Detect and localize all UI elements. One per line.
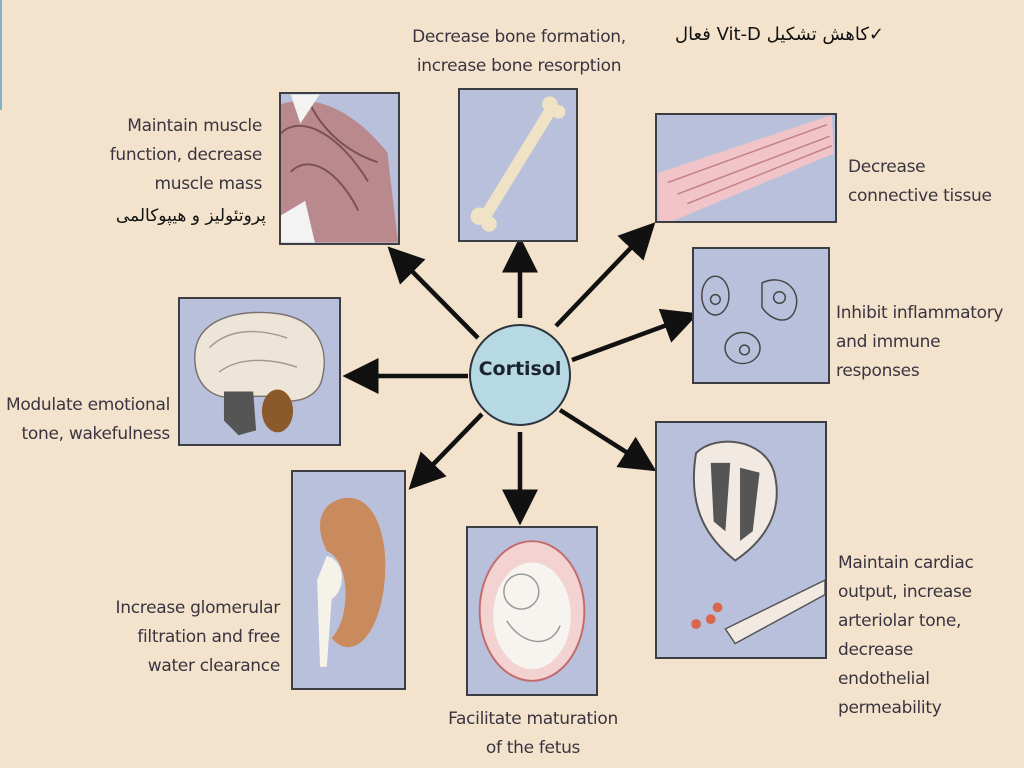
brain-panel	[178, 297, 341, 446]
heart-icon	[691, 440, 825, 645]
fetus-panel	[466, 526, 598, 696]
arrow-to-cardiac	[558, 408, 657, 472]
muscle-icon	[281, 94, 398, 243]
cardiac-panel	[655, 421, 827, 659]
annotation-vitd: ✓کاهش تشکیل Vit-D فعال	[674, 24, 884, 45]
kidney-icon	[317, 497, 386, 667]
bone-icon	[470, 96, 566, 232]
immune-panel	[692, 247, 830, 384]
cortisol-label: Cortisol	[478, 358, 562, 380]
label-cardiac: Maintain cardiac output, increase arteri…	[838, 553, 974, 718]
connective-panel	[655, 113, 837, 223]
label-bone: Decrease bone formation, increase bone r…	[412, 27, 626, 76]
muscle-panel	[279, 92, 400, 245]
cells-icon	[701, 275, 798, 365]
label-muscle: Maintain muscle function, decrease muscl…	[109, 116, 263, 194]
label-fetus: Facilitate maturation of the fetus	[448, 709, 618, 758]
brain-icon	[194, 311, 325, 436]
label-immune: Inhibit inflammatory and immune response…	[836, 303, 1004, 381]
arrow-to-connective	[554, 222, 656, 328]
fetus-icon	[478, 540, 586, 682]
label-emotional: Modulate emotional tone, wakefulness	[5, 395, 170, 444]
connective-tissue-icon	[658, 115, 834, 221]
label-connective: Decrease connective tissue	[848, 157, 992, 206]
arrow-to-kidney	[408, 412, 484, 490]
kidney-panel	[291, 470, 406, 690]
arrow-to-muscle	[387, 246, 480, 340]
arrow-to-immune	[571, 308, 699, 363]
cortisol-circle	[469, 324, 571, 426]
bone-panel	[458, 88, 578, 242]
label-kidney: Increase glomerular filtration and free …	[115, 598, 281, 676]
annotation-muscle-fa: پروتئولیز و هیپوکالمی	[115, 206, 266, 226]
